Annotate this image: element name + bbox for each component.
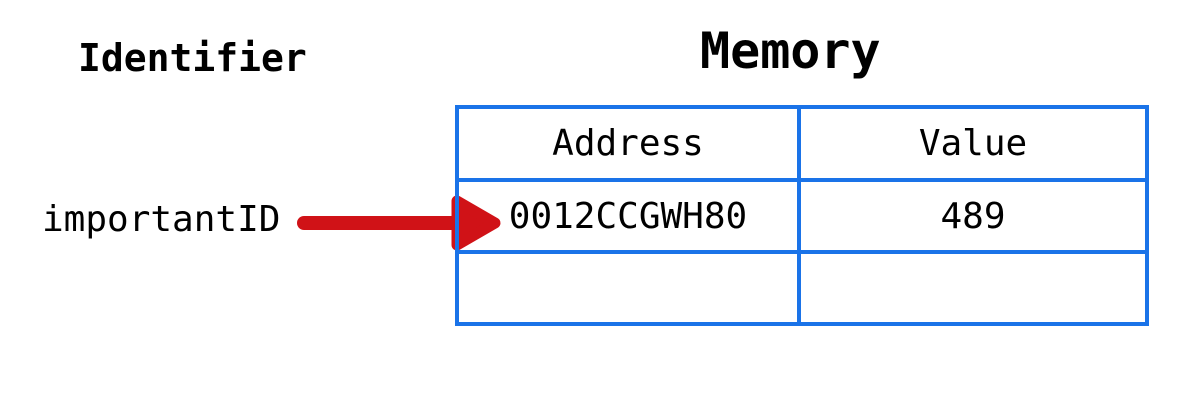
identifier-name-label: importantID [42, 199, 281, 240]
identifier-heading: Identifier [78, 36, 307, 80]
memory-table-row: 0012CCGWH80 489 [455, 178, 1149, 254]
address-column-header: Address [455, 105, 801, 182]
memory-table: Address Value 0012CCGWH80 489 [455, 105, 1149, 326]
memory-heading: Memory [700, 22, 881, 80]
address-cell [455, 250, 801, 326]
address-cell: 0012CCGWH80 [455, 178, 801, 254]
memory-table-header-row: Address Value [455, 105, 1149, 182]
value-column-header: Value [797, 105, 1149, 182]
value-cell: 489 [797, 178, 1149, 254]
value-cell [797, 250, 1149, 326]
memory-table-row-empty [455, 250, 1149, 326]
